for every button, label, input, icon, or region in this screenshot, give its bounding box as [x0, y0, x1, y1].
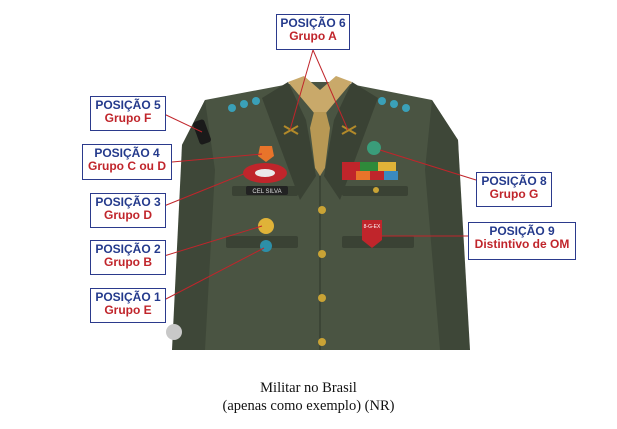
label-group-text: Grupo F	[104, 111, 152, 125]
label-position-5: POSIÇÃO 5 Grupo F	[90, 96, 166, 131]
label-group-text: Distintivo de OM	[474, 237, 570, 251]
nametag-text: CEL SILVA	[252, 189, 281, 195]
nametag	[246, 186, 288, 195]
label-group-text: Grupo E	[104, 303, 152, 317]
label-position-text: POSIÇÃO 1	[95, 290, 161, 304]
caption-line-1: Militar no Brasil	[260, 380, 357, 396]
label-group-text: Grupo G	[489, 187, 539, 201]
label-group-text: Grupo A	[289, 29, 337, 43]
leader-lines	[163, 49, 477, 301]
label-position-9: POSIÇÃO 9 Distintivo de OM	[468, 222, 576, 260]
uniform-jacket	[172, 76, 470, 350]
label-group-text: Grupo B	[104, 255, 152, 269]
badge-position-9	[362, 220, 382, 248]
label-position-2: POSIÇÃO 2 Grupo B	[90, 240, 166, 275]
label-position-1: POSIÇÃO 1 Grupo E	[90, 288, 166, 323]
label-group-text: Grupo C ou D	[88, 159, 166, 173]
collar-insignia	[283, 125, 357, 135]
label-position-text: POSIÇÃO 4	[94, 146, 160, 160]
label-position-text: POSIÇÃO 2	[95, 242, 161, 256]
label-position-4: POSIÇÃO 4 Grupo C ou D	[82, 144, 172, 180]
label-position-text: POSIÇÃO 8	[481, 174, 547, 188]
badge-position-2	[258, 218, 274, 234]
epaulette-stars	[228, 97, 410, 112]
sleeve-insignia	[166, 324, 182, 340]
ribbon-bars	[342, 162, 398, 180]
badge-position-1	[260, 240, 272, 252]
om-badge-text: 8-G-EX	[364, 224, 381, 230]
label-position-8: POSIÇÃO 8 Grupo G	[476, 172, 552, 207]
label-position-text: POSIÇÃO 5	[95, 98, 161, 112]
label-group-text: Grupo D	[104, 208, 152, 222]
label-position-text: POSIÇÃO 6	[280, 16, 346, 30]
badge-position-4	[258, 146, 274, 162]
badge-position-8	[367, 141, 381, 155]
label-position-text: POSIÇÃO 3	[95, 195, 161, 209]
caption-line-2: (apenas como exemplo) (NR)	[222, 398, 395, 414]
label-position-text: POSIÇÃO 9	[489, 224, 555, 238]
label-position-6: POSIÇÃO 6 Grupo A	[276, 14, 350, 50]
label-position-3: POSIÇÃO 3 Grupo D	[90, 193, 166, 228]
